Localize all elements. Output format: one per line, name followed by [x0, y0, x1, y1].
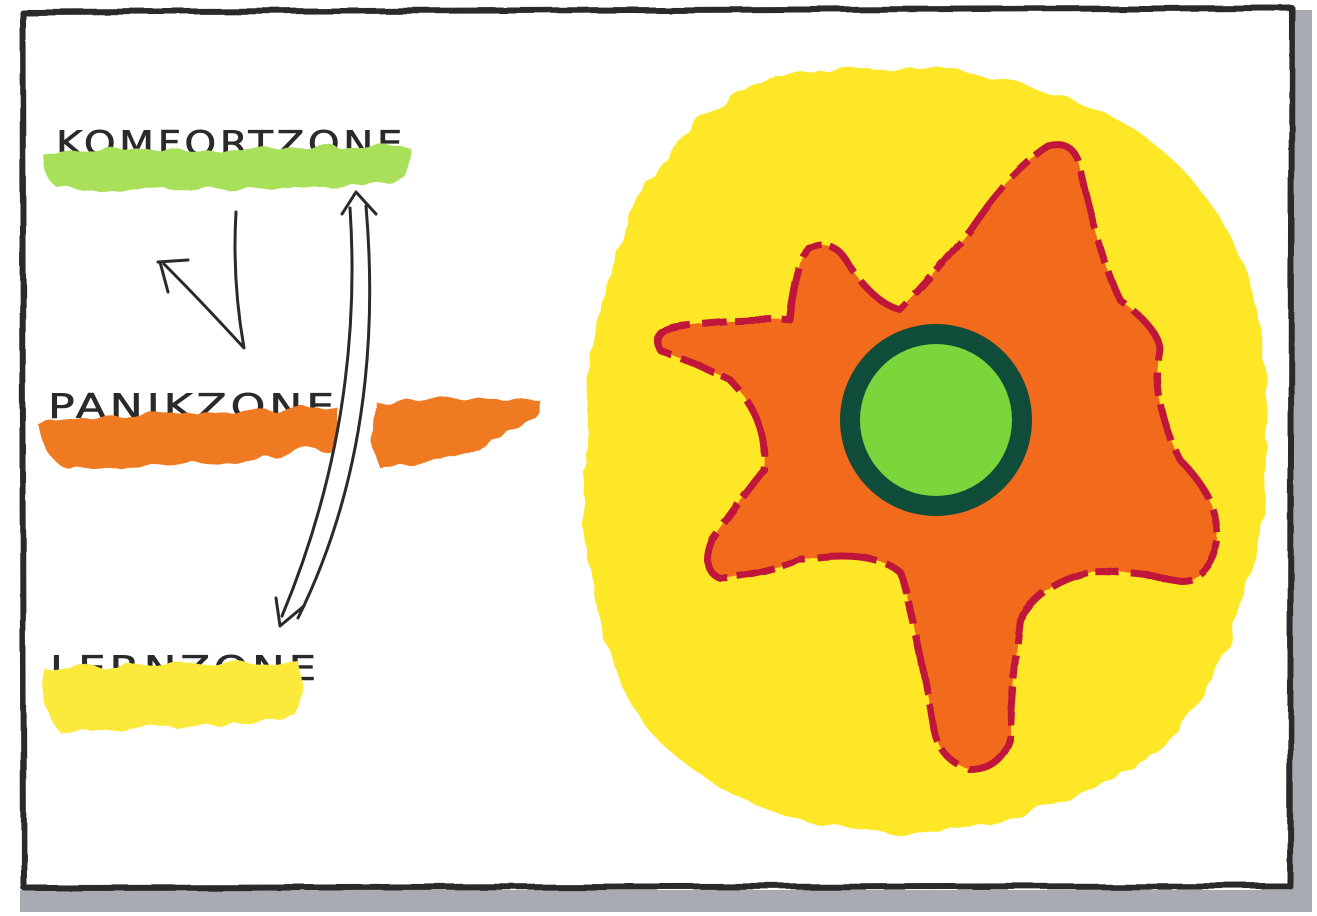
panic-zone-swatch [38, 406, 338, 468]
learning-zone-swatch [43, 663, 304, 732]
comfort-zone-swatch [45, 146, 411, 190]
panic-zone-swatch-extension [373, 398, 540, 466]
frame-border [19, 5, 1295, 891]
learning-to-comfort-arrow [274, 190, 378, 628]
comfort-to-panic-arrow [156, 210, 246, 350]
comfort-zone-core [860, 344, 1012, 496]
